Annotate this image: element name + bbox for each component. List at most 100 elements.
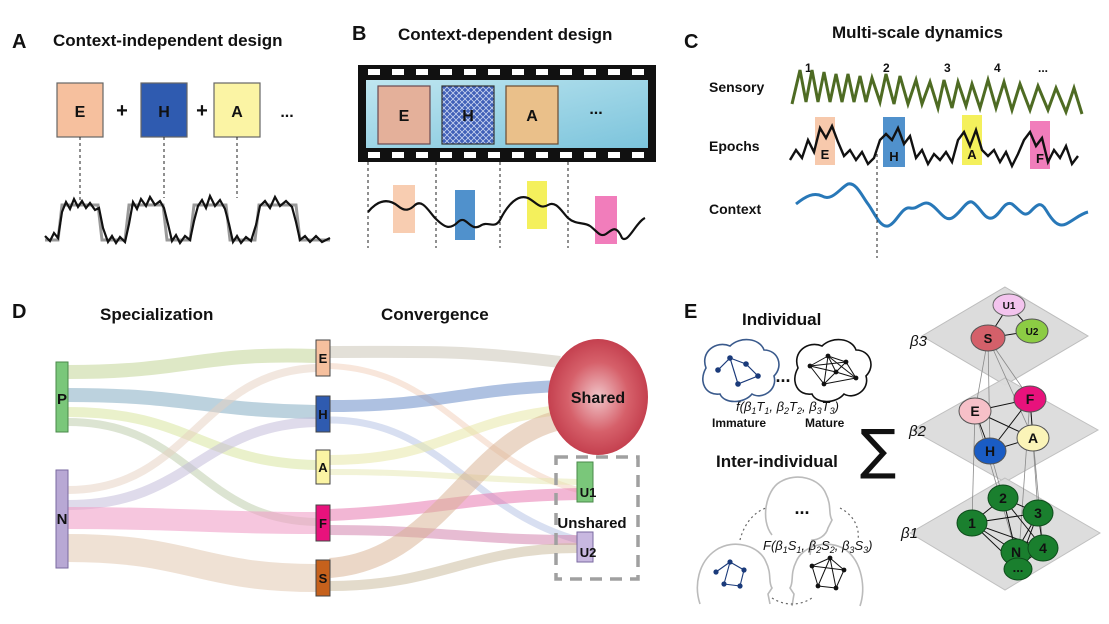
immature-network-icon: [717, 357, 759, 385]
mature-network-nodes: [807, 353, 859, 387]
mature-label: Mature: [805, 416, 845, 430]
node-s-label: S: [984, 331, 993, 346]
layer-plane-beta1: [909, 477, 1101, 591]
node-1: [956, 509, 988, 537]
naturalistic-response-trace: [367, 196, 646, 241]
flow-f-u2: [329, 525, 579, 545]
epoch-tag-f: F: [1036, 151, 1044, 166]
flow-s-u2: [329, 543, 579, 591]
head-outline-right: [789, 543, 864, 607]
flow-n-f: [67, 507, 317, 534]
unshared-node-u2-label: U2: [580, 545, 597, 560]
flow-p-e: [67, 348, 317, 379]
panel-e-label: E: [684, 301, 697, 323]
inter-individual-ellipsis: ...: [794, 498, 809, 518]
epoch-tag-e: E: [821, 147, 830, 162]
flow-p-h: [67, 388, 317, 419]
panel-e: E Individual ... f(β1T1, β2T2, β3T: [684, 286, 1101, 607]
head-outline-left: [696, 543, 773, 605]
row-label-epochs: Epochs: [709, 138, 760, 154]
immature-network-nodes: [715, 355, 761, 387]
panel-a-dashed-links: [79, 137, 238, 200]
node-u1-label: U1: [1003, 301, 1016, 312]
flow-p-a: [67, 407, 317, 470]
unshared-group: [554, 455, 640, 581]
individual-ellipsis: ...: [775, 366, 790, 386]
panel-b-label: B: [352, 23, 366, 45]
node-2: [987, 484, 1019, 512]
head-outline-top: [764, 476, 833, 556]
shared-node: [548, 339, 648, 455]
left-head-network-nodes: [713, 559, 747, 589]
inter-individual-formula: F(β1S1, β2S2, β3S3): [763, 538, 872, 555]
source-node-p: [55, 361, 69, 433]
node-e: [958, 397, 992, 425]
row-label-sensory: Sensory: [709, 79, 764, 95]
shared-node-label: Shared: [571, 390, 625, 407]
stimulus-box-a-label: A: [231, 104, 243, 121]
sankey-flows-specialization: [67, 348, 317, 592]
source-node-n-label: N: [57, 511, 68, 528]
epoch-highlight-f: [595, 196, 617, 244]
panel-e-individual-title: Individual: [742, 310, 821, 329]
epoch-highlight-h: [455, 190, 475, 240]
source-node-p-label: P: [57, 391, 67, 408]
node-h-label: H: [985, 443, 995, 459]
node-4-label: 4: [1039, 540, 1047, 556]
panel-d-mid-title: Convergence: [381, 305, 489, 324]
panel-e-inter-title: Inter-individual: [716, 452, 838, 471]
epoch-tag-f-box: [1030, 121, 1050, 169]
middle-node-f-label: F: [319, 516, 327, 531]
middle-node-a: [315, 449, 331, 485]
panel-d-label: D: [12, 301, 26, 323]
epochs-signal-trace: [788, 123, 1079, 169]
panel-b-title: Context-dependent design: [398, 25, 612, 44]
panel-a-title: Context-independent design: [53, 31, 283, 50]
panel-a-label: A: [12, 31, 26, 53]
node-ellipsis: [1003, 557, 1033, 581]
panel-b: B Context-dependent design E H A ...: [352, 23, 656, 248]
boxcar-model-line: [45, 203, 330, 242]
row-label-context: Context: [709, 201, 761, 217]
panel-c: C Multi-scale dynamics Sensory Epochs Co…: [684, 23, 1089, 258]
beta2-label: β2: [908, 423, 927, 440]
node-h: [973, 437, 1007, 465]
source-node-n: [55, 469, 69, 569]
middle-node-f: [315, 504, 331, 542]
immature-brain-icon: [702, 338, 780, 403]
flow-n-s: [67, 534, 317, 592]
node-a-label: A: [1028, 430, 1038, 446]
middle-node-e: [315, 339, 331, 377]
node-f-label: F: [1026, 391, 1035, 407]
node-u2-label: U2: [1026, 327, 1039, 338]
flow-s-shared: [329, 410, 563, 578]
sum-symbol: ∑: [860, 418, 896, 481]
node-4: [1027, 534, 1059, 562]
mature-network-icon: [809, 355, 857, 385]
film-frame-a: [505, 85, 559, 145]
node-u2: [1015, 318, 1049, 344]
node-1-label: 1: [968, 515, 976, 531]
individual-formula: f(β1T1, β2T2, β3T3): [736, 399, 839, 416]
unshared-node-u2: [576, 531, 594, 563]
multilayer-network: U1 U2 S E F H A: [900, 286, 1101, 591]
segment-number-3: 3: [944, 61, 951, 75]
flow-a-u1: [329, 469, 579, 485]
panel-a-ellipsis: ...: [280, 104, 293, 121]
node-n-label: N: [1011, 544, 1021, 560]
flow-h-u2: [329, 416, 579, 544]
node-2-label: 2: [999, 490, 1007, 506]
beta3-label: β3: [909, 333, 928, 350]
middle-node-h: [315, 395, 331, 433]
panel-c-title: Multi-scale dynamics: [832, 23, 1003, 42]
epoch-tag-h: H: [889, 149, 898, 164]
middle-node-s-label: S: [319, 571, 328, 586]
film-frame-a-label: A: [526, 108, 538, 125]
left-head-network-icon: [715, 561, 745, 587]
segment-number-4: 4: [994, 61, 1001, 75]
mature-brain-icon: [794, 338, 872, 403]
film-frame-h-label: H: [462, 108, 474, 125]
film-sprocket-holes: [368, 69, 644, 158]
sensory-signal-trace: [790, 69, 1084, 117]
